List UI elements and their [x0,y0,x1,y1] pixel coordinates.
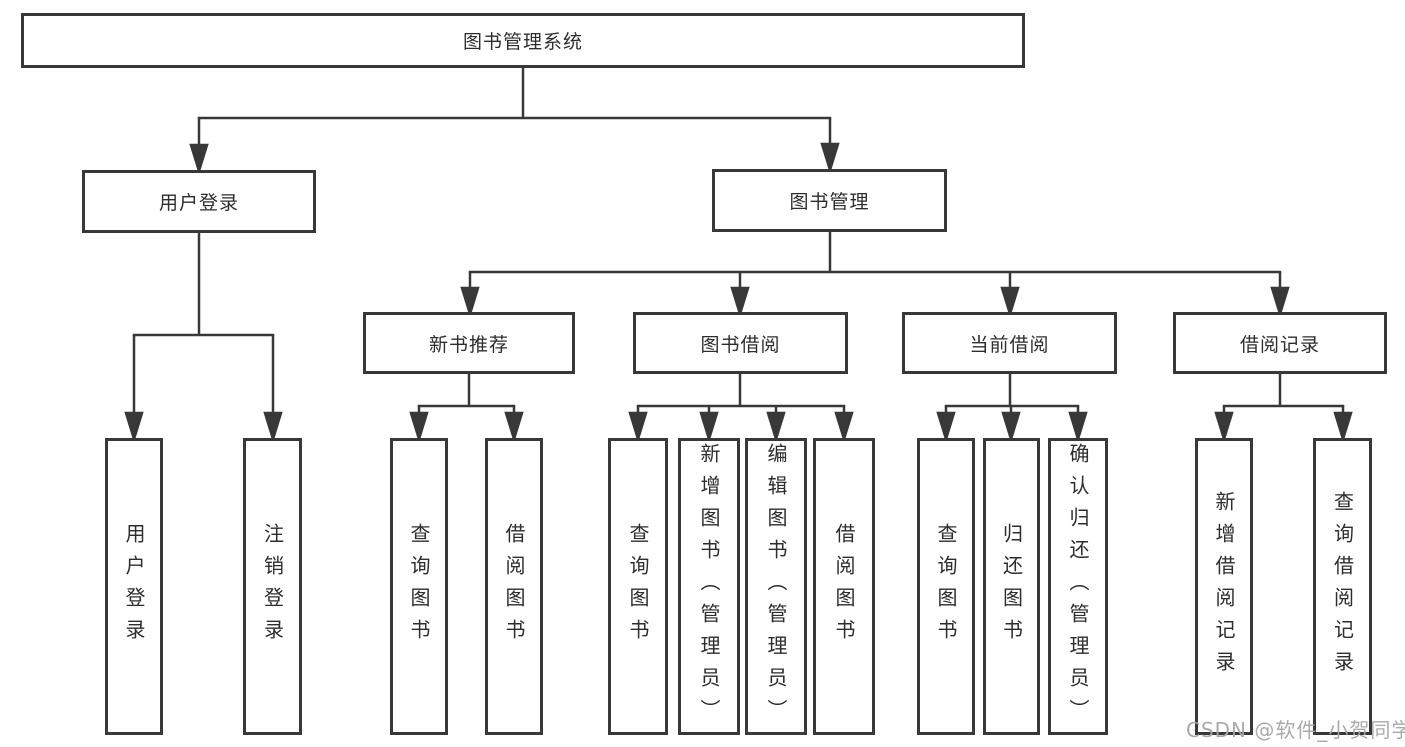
leaf-newrec-borrow-books: 借阅图书 [485,438,543,735]
node-root-library-system: 图书管理系统 [21,13,1025,68]
leaf-current-confirm-return-admin: 确认归还（管理员） [1048,438,1108,735]
leaf-records-add-record: 新增借阅记录 [1195,438,1253,735]
leaf-current-return-books: 归还图书 [983,438,1040,735]
leaf-borrow-add-books-admin: 新增图书（管理员） [678,438,740,735]
node-user-login: 用户登录 [82,170,316,233]
leaf-borrow-borrow-books: 借阅图书 [813,438,875,735]
leaf-logout-login: 注销登录 [243,438,302,735]
leaf-borrow-edit-books-admin: 编辑图书（管理员） [745,438,807,735]
node-new-book-recommend: 新书推荐 [363,312,575,374]
leaf-newrec-query-books: 查询图书 [390,438,448,735]
csdn-watermark: CSDN @软件_小贺同学 [1186,718,1405,742]
node-current-borrow: 当前借阅 [902,312,1117,374]
leaf-current-query-books: 查询图书 [917,438,975,735]
node-borrow-records: 借阅记录 [1173,312,1387,374]
leaf-user-login: 用户登录 [105,438,163,735]
leaf-records-query-record: 查询借阅记录 [1313,438,1372,735]
node-book-management: 图书管理 [712,169,947,232]
leaf-borrow-query-books: 查询图书 [608,438,668,735]
node-book-borrow: 图书借阅 [633,312,848,374]
